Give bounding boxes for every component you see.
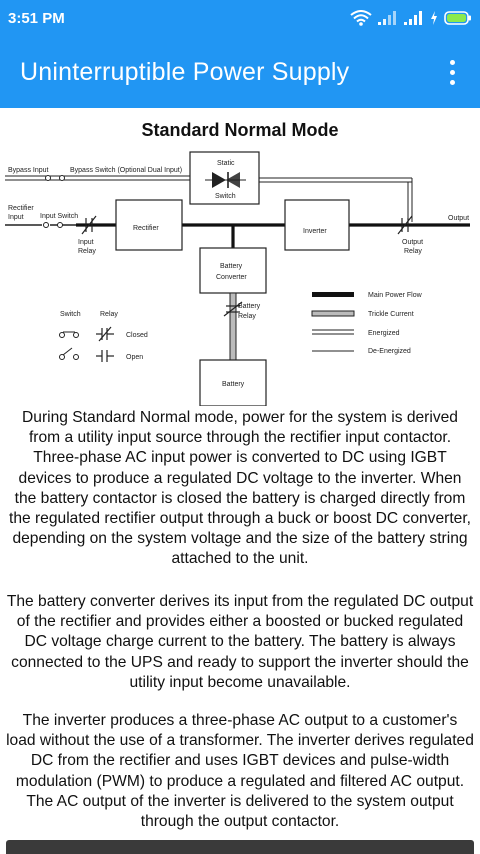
battery-converter-block	[199, 247, 267, 294]
battery-icon	[444, 11, 471, 25]
legend-relay-closed-symbol	[96, 326, 114, 342]
app-bar: Uninterruptible Power Supply	[0, 36, 480, 108]
charging-icon	[431, 11, 437, 25]
legend-switch-open-symbol	[59, 347, 79, 360]
paragraph-standard-normal: During Standard Normal mode, power for t…	[8, 409, 471, 568]
legend-trickle-current: Trickle Current	[368, 311, 414, 318]
bypass-line	[5, 175, 413, 222]
label-bypass-switch: Bypass Switch (Optional Dual Input)	[70, 167, 182, 174]
signal-icon	[378, 11, 396, 25]
status-bar: 3:51 PM	[0, 0, 480, 36]
label-rectifier: Rectifier	[133, 225, 159, 232]
label-input-switch: Input Switch	[40, 213, 78, 220]
legend-de-energized: De-Energized	[368, 348, 411, 355]
bottom-bar[interactable]	[6, 840, 474, 854]
label-bypass-input: Bypass Input	[8, 167, 49, 174]
content-area[interactable]: Standard Normal Mode	[0, 108, 480, 854]
battery-relay-symbol	[223, 301, 243, 317]
signal-icon	[404, 11, 422, 25]
legend-switch-heading: Switch	[60, 311, 81, 318]
status-icons	[350, 0, 472, 36]
output-relay-symbol	[397, 215, 413, 235]
legend-main-power-flow: Main Power Flow	[368, 292, 423, 299]
main-power-flow	[76, 223, 470, 248]
trickle-current-line	[229, 292, 237, 364]
label-battery: Battery	[222, 381, 245, 388]
line-legend	[311, 292, 355, 352]
legend-relay-heading: Relay	[100, 311, 118, 318]
label-output: Output	[448, 215, 469, 222]
label-battery-relay-2: Relay	[238, 313, 256, 320]
input-switch-symbol	[43, 222, 63, 228]
status-time: 3:51 PM	[8, 9, 65, 27]
ups-diagram: Bypass Input Bypass Switch (Optional Dua…	[5, 151, 470, 406]
label-rectifier-input-2: Input	[8, 214, 24, 221]
more-vert-icon[interactable]	[438, 52, 466, 92]
label-input-relay-1: Input	[78, 239, 94, 246]
legend-switch-closed-symbol	[59, 331, 79, 338]
input-relay-symbol	[81, 215, 97, 235]
label-static: Static	[217, 160, 235, 167]
paragraph-inverter: The inverter produces a three-phase AC o…	[6, 712, 474, 831]
label-input-relay-2: Relay	[78, 248, 96, 255]
label-static-switch: Switch	[215, 193, 236, 200]
label-rectifier-input-1: Rectifier	[8, 205, 34, 212]
label-inverter: Inverter	[303, 228, 327, 235]
paragraph-battery-converter: The battery converter derives its input …	[6, 593, 474, 691]
bypass-switch-symbol	[45, 175, 65, 181]
label-battery-relay-1: Battery	[238, 303, 261, 310]
label-battery-converter-2: Converter	[216, 274, 247, 281]
legend-open-label: Open	[126, 354, 143, 361]
label-battery-converter-1: Battery	[220, 263, 243, 270]
wifi-icon	[350, 10, 372, 26]
legend-closed-label: Closed	[126, 332, 148, 339]
inverter-block	[284, 199, 350, 251]
mode-title: Standard Normal Mode	[141, 120, 339, 140]
label-output-relay-2: Relay	[404, 248, 422, 255]
legend-energized: Energized	[368, 330, 400, 337]
static-switch	[189, 151, 260, 205]
app-title: Uninterruptible Power Supply	[20, 57, 350, 86]
label-output-relay-1: Output	[402, 239, 423, 246]
legend-relay-open-symbol	[96, 350, 114, 362]
rectifier-block	[115, 199, 183, 251]
battery-block	[199, 359, 267, 406]
